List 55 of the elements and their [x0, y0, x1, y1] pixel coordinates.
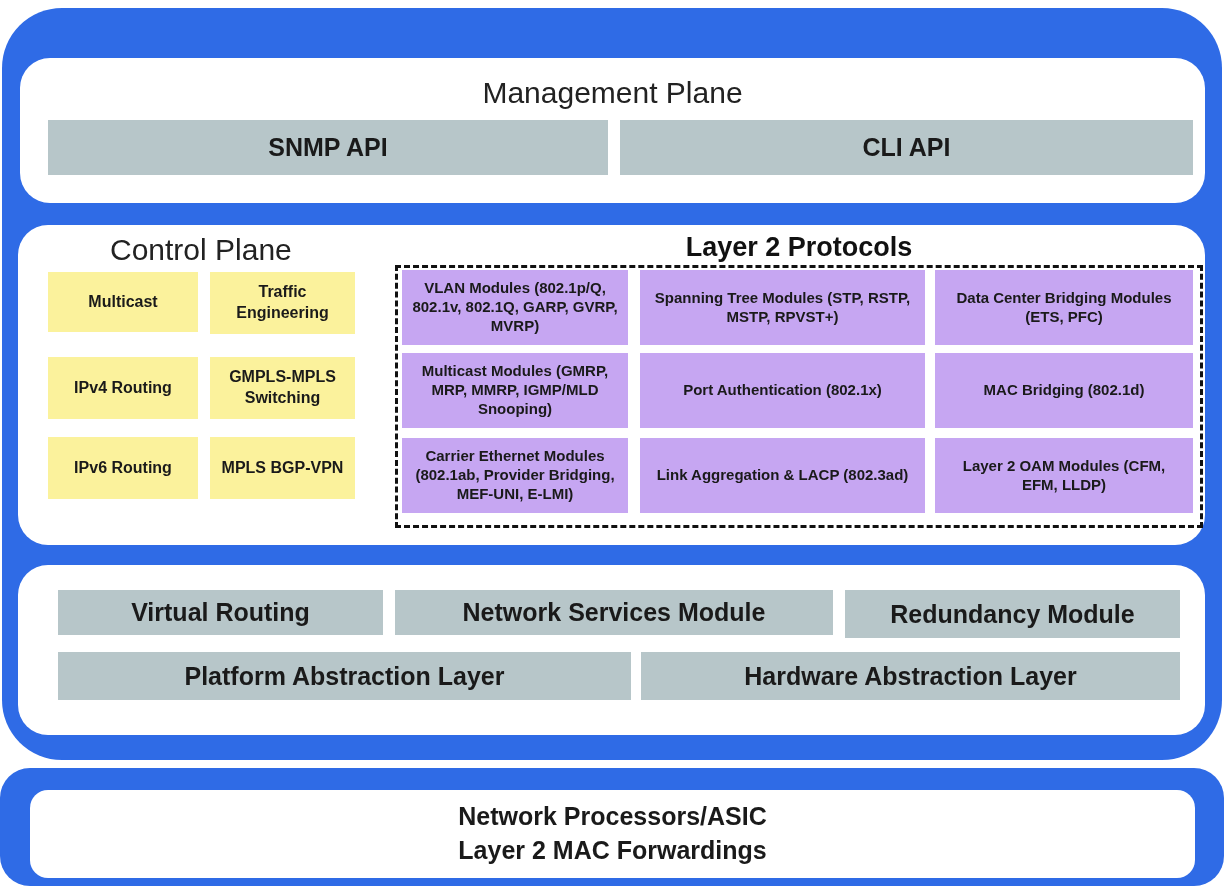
module-box: [935, 353, 1193, 428]
module-box: [48, 357, 198, 419]
module-box: [640, 438, 925, 513]
layer-panel: [18, 565, 1205, 735]
module-label: IPv6 Routing: [74, 457, 172, 478]
module-box: [395, 590, 833, 635]
module-label: Redundancy Module: [890, 599, 1135, 629]
module-box: [640, 353, 925, 428]
module-label: Multicast Modules (GMRP, MRP, MMRP, IGMP/MLD Snooping): [420, 362, 610, 419]
module-box: [210, 272, 355, 334]
module-label: Port Authentication (802.1x): [683, 381, 882, 400]
module-box: [48, 120, 608, 175]
plane-panel: [18, 225, 1205, 545]
module-label: IPv4 Routing: [74, 377, 172, 398]
processor-box: [30, 790, 1195, 878]
module-box: [48, 437, 198, 499]
module-label: Network Processors/ASIC: [458, 801, 767, 833]
module-label: MAC Bridging (802.1d): [983, 381, 1145, 400]
module-label: Spanning Tree Modules (STP, RSTP, MSTP, RPVST+): [653, 288, 912, 327]
module-label: Carrier Ethernet Modules (802.1ab, Provider Bridging, MEF-UNI, E-LMI): [414, 447, 616, 504]
module-label: SNMP API: [268, 133, 388, 162]
module-label: GMPLS-MPLS Switching: [228, 367, 337, 408]
module-box: [58, 590, 383, 635]
module-label: Layer 2 OAM Modules (CFM, EFM, LLDP): [961, 456, 1167, 495]
section-title: Layer 2 Protocols: [684, 232, 914, 263]
module-box: [620, 120, 1193, 175]
module-box: [641, 652, 1180, 700]
module-box: [402, 270, 628, 345]
module-box: [402, 353, 628, 428]
module-box: [640, 270, 925, 345]
module-label: CLI API: [862, 133, 951, 162]
module-label: Link Aggregation & LACP (802.3ad): [656, 466, 909, 485]
module-label: Layer 2 MAC Forwardings: [458, 835, 767, 866]
module-label: Traffic Engineering: [235, 282, 330, 323]
outer-frame: [2, 8, 1222, 760]
module-label: Data Center Bridging Modules (ETS, PFC): [955, 288, 1173, 327]
module-box: [935, 270, 1193, 345]
module-label: Platform Abstraction Layer: [184, 661, 505, 691]
module-box: [845, 590, 1180, 638]
section-title: Control Plane: [110, 233, 292, 267]
plane-panel: [20, 58, 1205, 203]
module-box: [210, 357, 355, 419]
module-label: Virtual Routing: [131, 598, 310, 627]
module-label: VLAN Modules (802.1p/Q, 802.1v, 802.1Q, GARP, GVRP, MVRP): [412, 279, 618, 336]
section-title: Management Plane: [481, 76, 744, 110]
module-box: [935, 438, 1193, 513]
module-box: [58, 652, 631, 700]
base-frame: [0, 768, 1224, 886]
module-label: Hardware Abstraction Layer: [744, 661, 1077, 691]
module-label: Network Services Module: [462, 598, 766, 627]
module-box: [210, 437, 355, 499]
module-label: MPLS BGP-VPN: [221, 457, 344, 478]
module-label: Multicast: [88, 291, 158, 312]
module-box: [402, 438, 628, 513]
module-box: [48, 272, 198, 332]
